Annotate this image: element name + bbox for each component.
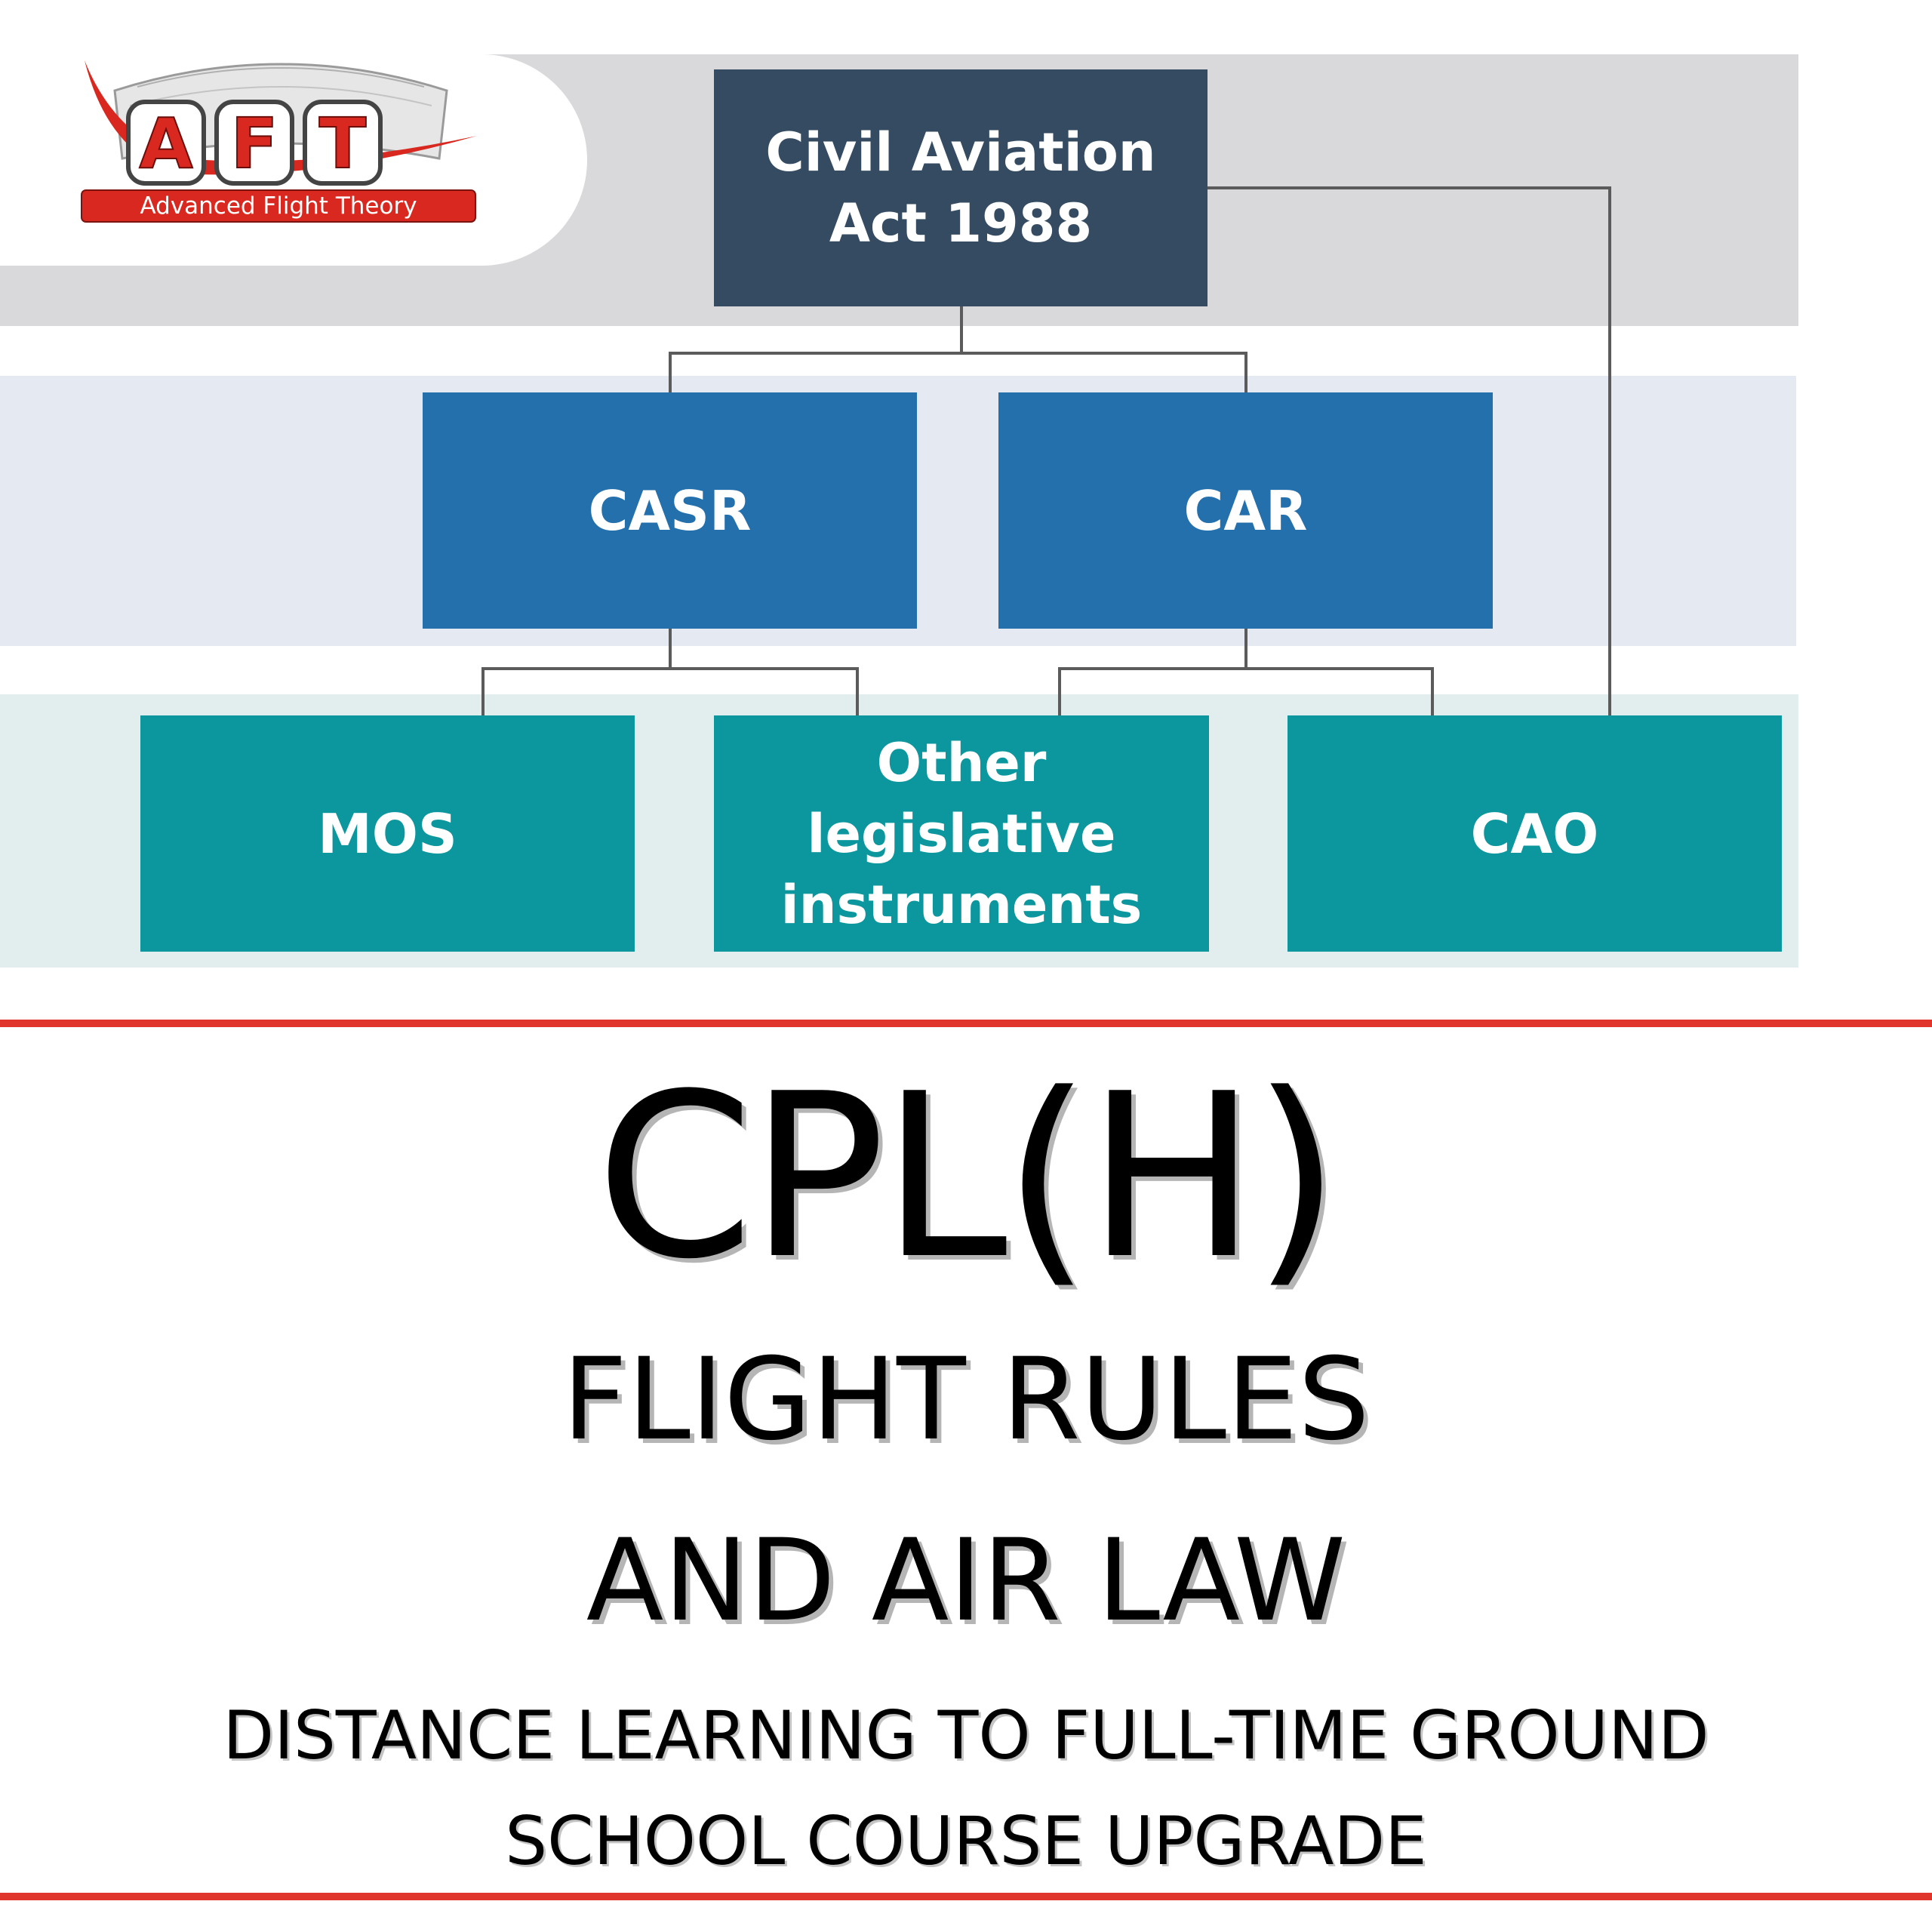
course-subtitle-line-2: SCHOOL COURSE UPGRADE bbox=[505, 1802, 1427, 1880]
course-code-title: CPL(H) bbox=[595, 1045, 1340, 1309]
node-casr: CASR bbox=[423, 392, 917, 629]
course-title-line-2: AND AIR LAW bbox=[586, 1515, 1346, 1647]
node-mos: MOS bbox=[140, 715, 635, 952]
node-civil-aviation-act: Civil Aviation Act 1988 bbox=[714, 69, 1208, 306]
aft-logo: A F T Advanced Flight Theory bbox=[81, 60, 477, 223]
node-cao: CAO bbox=[1287, 715, 1782, 952]
node-car: CAR bbox=[998, 392, 1493, 629]
logo-letter-f: F bbox=[231, 103, 278, 184]
node-other-legislative-instruments: Other legislative instruments bbox=[714, 715, 1209, 952]
divider-bottom bbox=[0, 1893, 1932, 1900]
course-subtitle-line-1: DISTANCE LEARNING TO FULL-TIME GROUND bbox=[223, 1697, 1709, 1774]
logo-letter-t: T bbox=[319, 103, 367, 184]
course-title-line-1: FLIGHT RULES bbox=[562, 1334, 1370, 1466]
logo-letter-a: A bbox=[139, 103, 192, 184]
logo-tagline: Advanced Flight Theory bbox=[140, 192, 417, 220]
divider-top bbox=[0, 1020, 1932, 1027]
logo-tagline-banner bbox=[81, 189, 476, 223]
logo-letters: A F T bbox=[126, 100, 383, 186]
